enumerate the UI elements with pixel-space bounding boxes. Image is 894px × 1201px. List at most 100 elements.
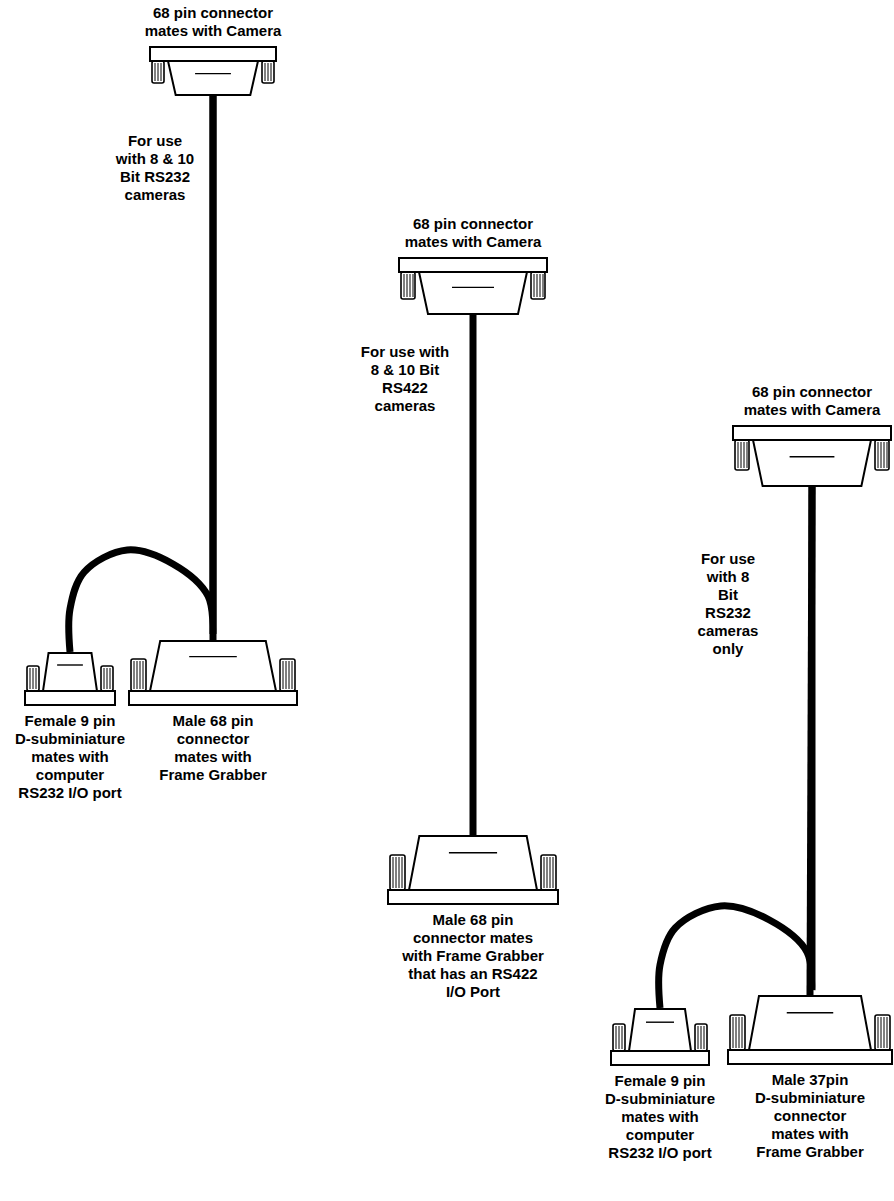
cable-note: For use with 8 & 10 Bit RS232 cameras <box>115 132 195 204</box>
word: only <box>713 640 744 657</box>
word: 8 <box>741 568 749 585</box>
knurl <box>738 442 739 468</box>
word: computer <box>36 766 104 783</box>
connector-outline <box>25 653 115 705</box>
word: 37pin <box>809 1071 848 1088</box>
word: mates <box>771 1125 814 1142</box>
connector-shell <box>749 996 871 1050</box>
word: mates <box>405 233 448 250</box>
cable-note: For use with 8 & 10 Bit RS422 cameras <box>358 343 453 415</box>
word: use <box>729 550 755 567</box>
connector-slot <box>787 1012 833 1013</box>
knurl <box>744 442 745 468</box>
knurl <box>884 442 885 468</box>
word: 8 <box>150 150 158 167</box>
word: has <box>440 965 466 982</box>
word: Grabber <box>486 947 544 964</box>
word: with <box>79 748 109 765</box>
connector-label: 68 pin connector mates with Camera <box>740 383 885 419</box>
knurl <box>271 63 272 81</box>
knurl <box>396 857 397 888</box>
word: port <box>93 784 122 801</box>
knurl <box>292 661 293 689</box>
word: computer <box>626 1126 694 1143</box>
connector-drawing <box>398 257 548 315</box>
thumbscrew <box>730 1015 745 1050</box>
knurl <box>399 857 400 888</box>
word: Female <box>25 712 77 729</box>
connector-label: Female 9 pin D-subminiature mates with c… <box>14 712 126 802</box>
connector-shell <box>168 61 258 95</box>
word: use <box>156 132 182 149</box>
word: mates <box>145 22 188 39</box>
thumbscrew <box>541 855 556 890</box>
word: cameras <box>125 186 186 203</box>
knurl <box>410 274 411 297</box>
word: cameras <box>375 397 436 414</box>
word: pin <box>434 215 457 232</box>
word: Bit <box>718 586 738 603</box>
connector-node: Female 9 pin D-subminiature mates with c… <box>14 652 126 802</box>
word: Port <box>470 983 500 1000</box>
knurl <box>265 63 266 81</box>
word: with <box>819 1125 849 1142</box>
knurl <box>544 857 545 888</box>
knurl <box>553 857 554 888</box>
knurl <box>161 63 162 81</box>
connector-slot <box>452 287 494 288</box>
word: Frame <box>159 766 204 783</box>
knurl <box>286 661 287 689</box>
word: RS422 <box>382 379 428 396</box>
word: I/O <box>68 784 88 801</box>
thumbscrew <box>735 440 749 470</box>
knurl <box>616 1026 617 1049</box>
connector-label: 68 pin connector mates with Camera <box>401 215 546 251</box>
knurl <box>137 661 138 689</box>
word: with <box>419 343 449 360</box>
word: D-subminiature <box>605 1090 715 1107</box>
knurl <box>36 668 37 689</box>
cable <box>810 487 812 995</box>
connector-flange <box>728 1050 892 1064</box>
knurl <box>698 1026 699 1049</box>
word: mates <box>174 748 217 765</box>
connector-shell <box>753 440 871 486</box>
word: pin <box>683 1072 706 1089</box>
cable <box>659 487 812 1008</box>
word: For <box>701 550 725 567</box>
cable <box>470 315 477 835</box>
connector-outline <box>150 47 276 95</box>
word: Frame <box>436 947 481 964</box>
word: 8 <box>371 361 379 378</box>
connector-drawing <box>149 46 277 96</box>
word: D-subminiature <box>15 730 125 747</box>
knurl <box>701 1026 702 1049</box>
word: RS422 <box>492 965 538 982</box>
word: with <box>791 401 821 418</box>
connector-drawing <box>610 1008 710 1066</box>
knurl <box>622 1026 623 1049</box>
thumbscrew <box>875 440 889 470</box>
knurl <box>33 668 34 689</box>
knurl <box>704 1026 705 1049</box>
word: with <box>452 233 482 250</box>
connector-shell <box>629 1009 691 1051</box>
knurl <box>268 63 269 81</box>
knurl <box>884 1017 885 1048</box>
thumbscrew <box>695 1024 707 1051</box>
word: Camera <box>226 22 281 39</box>
word: with <box>707 568 737 585</box>
knurl <box>537 274 538 297</box>
thumbscrew <box>613 1024 625 1051</box>
word: RS232 <box>18 784 64 801</box>
word: with <box>222 748 252 765</box>
word: Bit <box>419 361 439 378</box>
knurl <box>107 668 108 689</box>
knurl <box>104 668 105 689</box>
knurl <box>289 661 290 689</box>
connector-outline <box>129 641 297 705</box>
word: mates <box>621 1108 664 1125</box>
connector-label: 68 pin connector mates with Camera <box>141 4 286 40</box>
word: pin <box>93 712 116 729</box>
connector-slot <box>57 664 83 665</box>
